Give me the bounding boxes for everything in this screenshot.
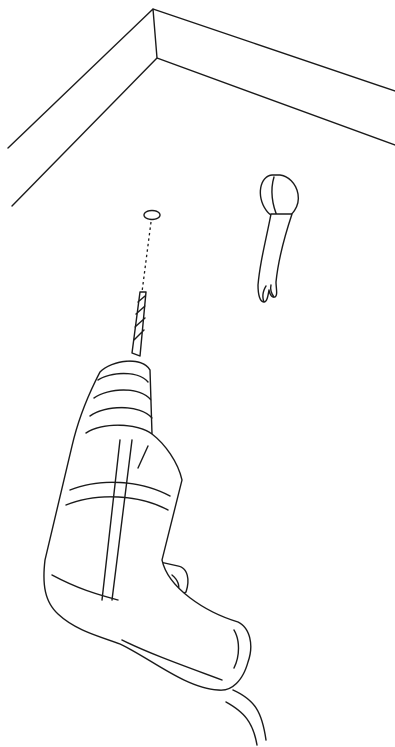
hole-marker-icon <box>144 211 160 220</box>
drill-icon <box>44 292 266 745</box>
ceiling-corner-icon <box>8 9 395 206</box>
dotted-line-icon <box>142 222 151 292</box>
hook-anchor-icon <box>258 175 298 302</box>
